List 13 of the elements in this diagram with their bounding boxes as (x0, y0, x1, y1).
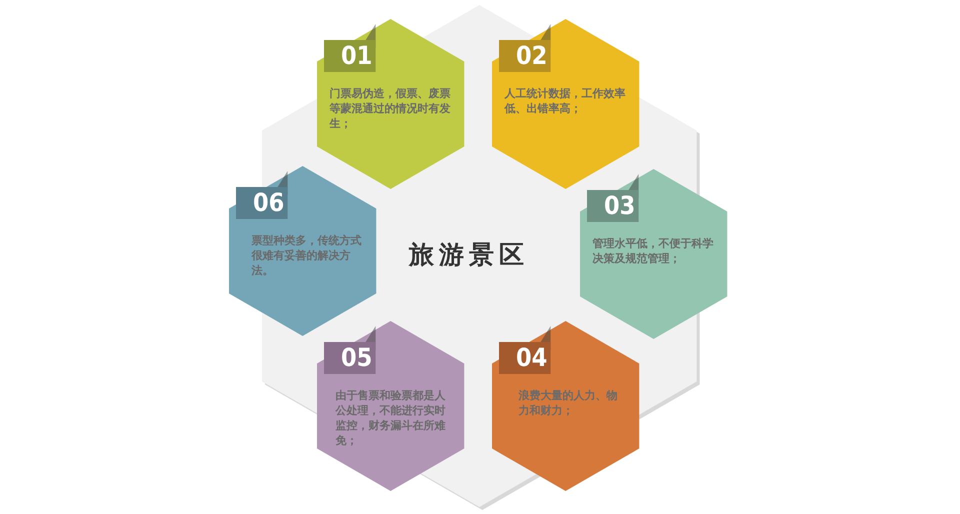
step-number: 01 (340, 41, 374, 71)
step-number: 06 (252, 188, 286, 218)
step-number: 02 (515, 41, 548, 71)
center-title: 旅游景区 (408, 239, 529, 271)
step-number: 03 (603, 191, 636, 221)
description-text: 门票易伪造，假票、废票等蒙混通过的情况时有发生； (329, 86, 451, 131)
description-text: 人工统计数据，工作效率低、出错率高； (504, 86, 626, 116)
description-text: 管理水平低，不便于科学决策及规范管理； (592, 236, 714, 266)
step-number: 05 (340, 343, 374, 373)
description-text: 票型种类多，传统方式很难有妥善的解决方法。 (251, 233, 362, 278)
description-text: 由于售票和验票都是人公处理，不能进行实时监控，财务漏斗在所难免； (335, 388, 446, 448)
description-text: 浪费大量的人力、物力和财力； (518, 388, 618, 418)
step-number: 04 (515, 343, 548, 373)
